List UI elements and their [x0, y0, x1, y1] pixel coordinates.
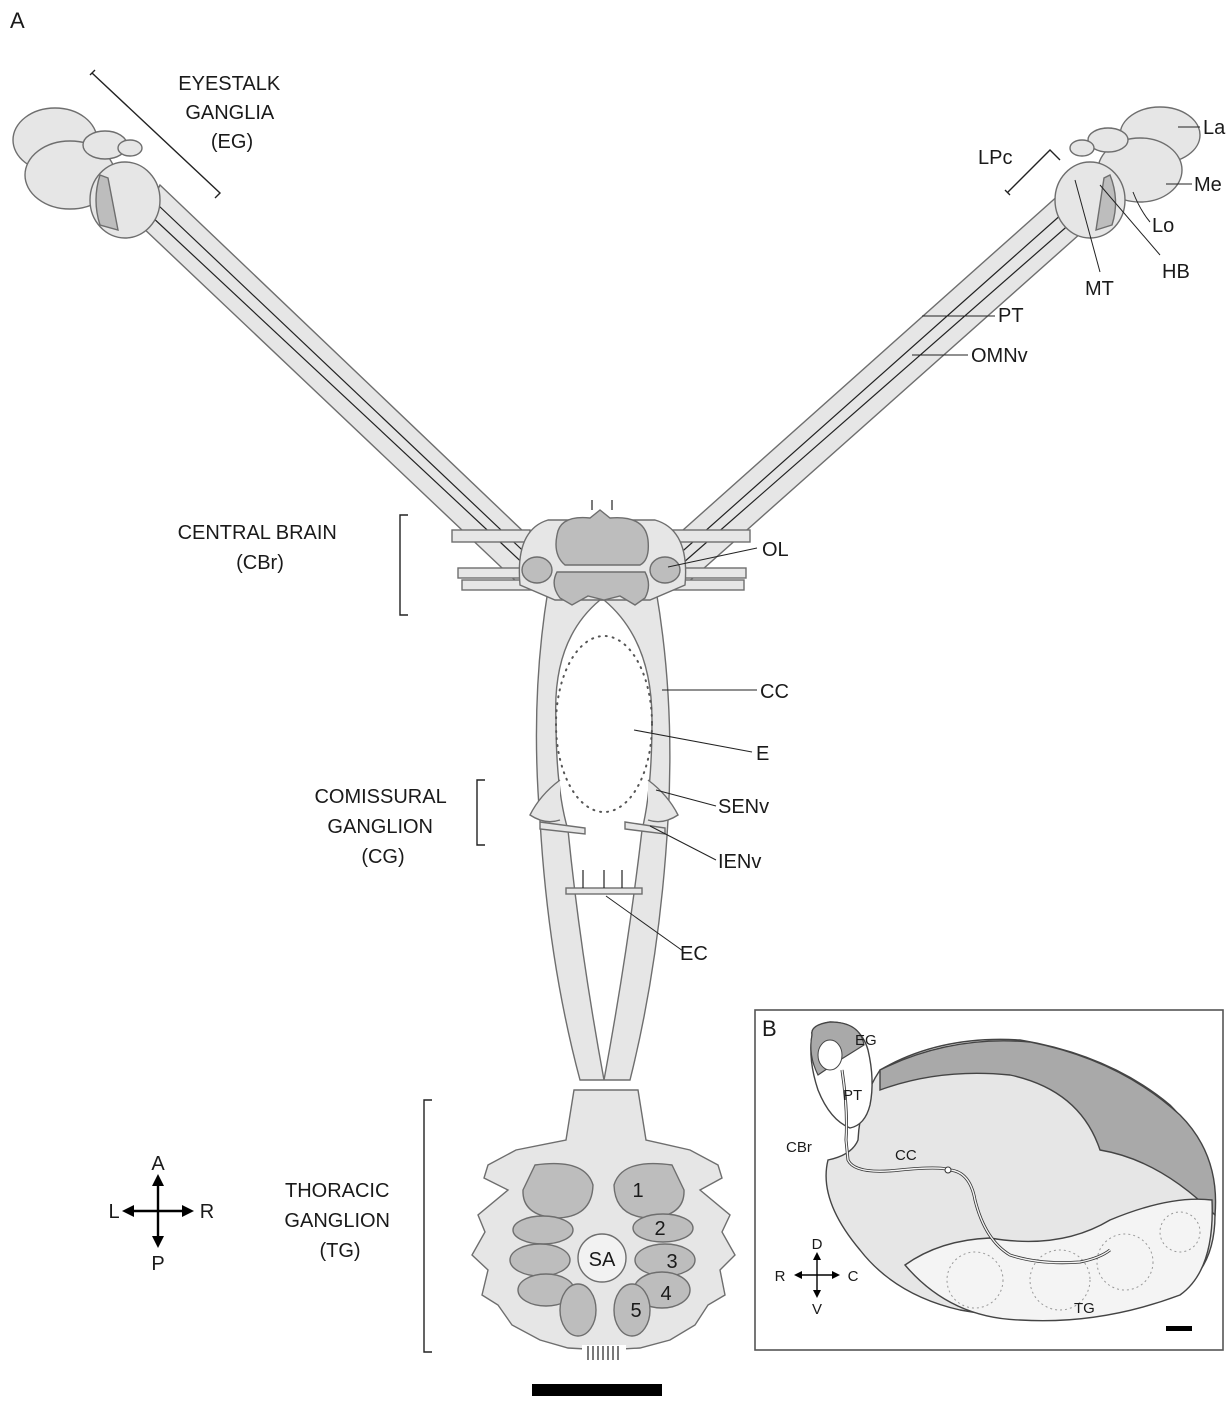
lpc-label: LPc — [978, 147, 1012, 169]
central-brain — [519, 500, 685, 605]
compass-posterior-label: P — [151, 1253, 164, 1275]
superior-esophageal-nerve-label: SENv — [718, 796, 769, 818]
panel-b-label: B — [762, 1016, 777, 1041]
compass-left-label: L — [108, 1201, 119, 1223]
compass-a — [122, 1174, 194, 1248]
lobula-label: Lo — [1152, 215, 1174, 237]
left-eyestalk-ganglia — [13, 108, 160, 238]
oculomotor-nerve-label: OMNv — [971, 345, 1028, 367]
neuromere-3-label: 3 — [666, 1251, 677, 1273]
medulla-label: Me — [1194, 174, 1222, 196]
b-eyestalk-label: EG — [855, 1032, 877, 1049]
compass-right-label: R — [200, 1201, 214, 1223]
olfactory-lobe-label: OL — [762, 539, 789, 561]
central-brain-label: CENTRAL BRAIN (CBr) — [178, 522, 343, 574]
neuromere-2-label: 2 — [654, 1218, 665, 1240]
esophageal-commissure-label: EC — [680, 943, 708, 965]
inferior-esophageal-nerve-label: IENv — [718, 851, 761, 873]
thoracic-ganglion — [472, 1090, 735, 1360]
compass-caudal-label: C — [848, 1268, 859, 1285]
scale-bar-a — [532, 1384, 662, 1396]
comissural-ganglion-label: COMISSURAL GANGLION (CG) — [314, 786, 451, 868]
esophagus-label: E — [756, 743, 769, 765]
compass-anterior-label: A — [151, 1153, 165, 1175]
compass-ventral-label: V — [812, 1301, 822, 1318]
compass-dorsal-label: D — [812, 1236, 823, 1253]
b-central-brain-label: CBr — [786, 1139, 812, 1156]
panel-a-label: A — [10, 8, 25, 33]
neuromere-4-label: 4 — [660, 1283, 671, 1305]
b-connective-label: CC — [895, 1147, 917, 1164]
right-eyestalk-tract — [655, 185, 1090, 585]
b-protocerebral-tract-label: PT — [843, 1087, 862, 1104]
b-thoracic-ganglion-label: TG — [1074, 1300, 1095, 1317]
connective-label: CC — [760, 681, 789, 703]
hemiellipsoid-body-label: HB — [1162, 261, 1190, 283]
thoracic-ganglion-label: THORACIC GANGLION (TG) — [284, 1180, 395, 1262]
sternal-artery-label: SA — [589, 1249, 616, 1271]
neuromere-1-label: 1 — [632, 1180, 643, 1202]
eyestalk-ganglia-label: EYESTALK GANGLIA (EG) — [178, 73, 285, 153]
neuromere-5-label: 5 — [630, 1300, 641, 1322]
protocerebral-tract-label: PT — [998, 305, 1024, 327]
compass-rostral-label: R — [775, 1268, 786, 1285]
medulla-terminalis-label: MT — [1085, 278, 1114, 300]
scale-bar-b — [1166, 1326, 1192, 1331]
lamina-label: La — [1203, 117, 1226, 139]
